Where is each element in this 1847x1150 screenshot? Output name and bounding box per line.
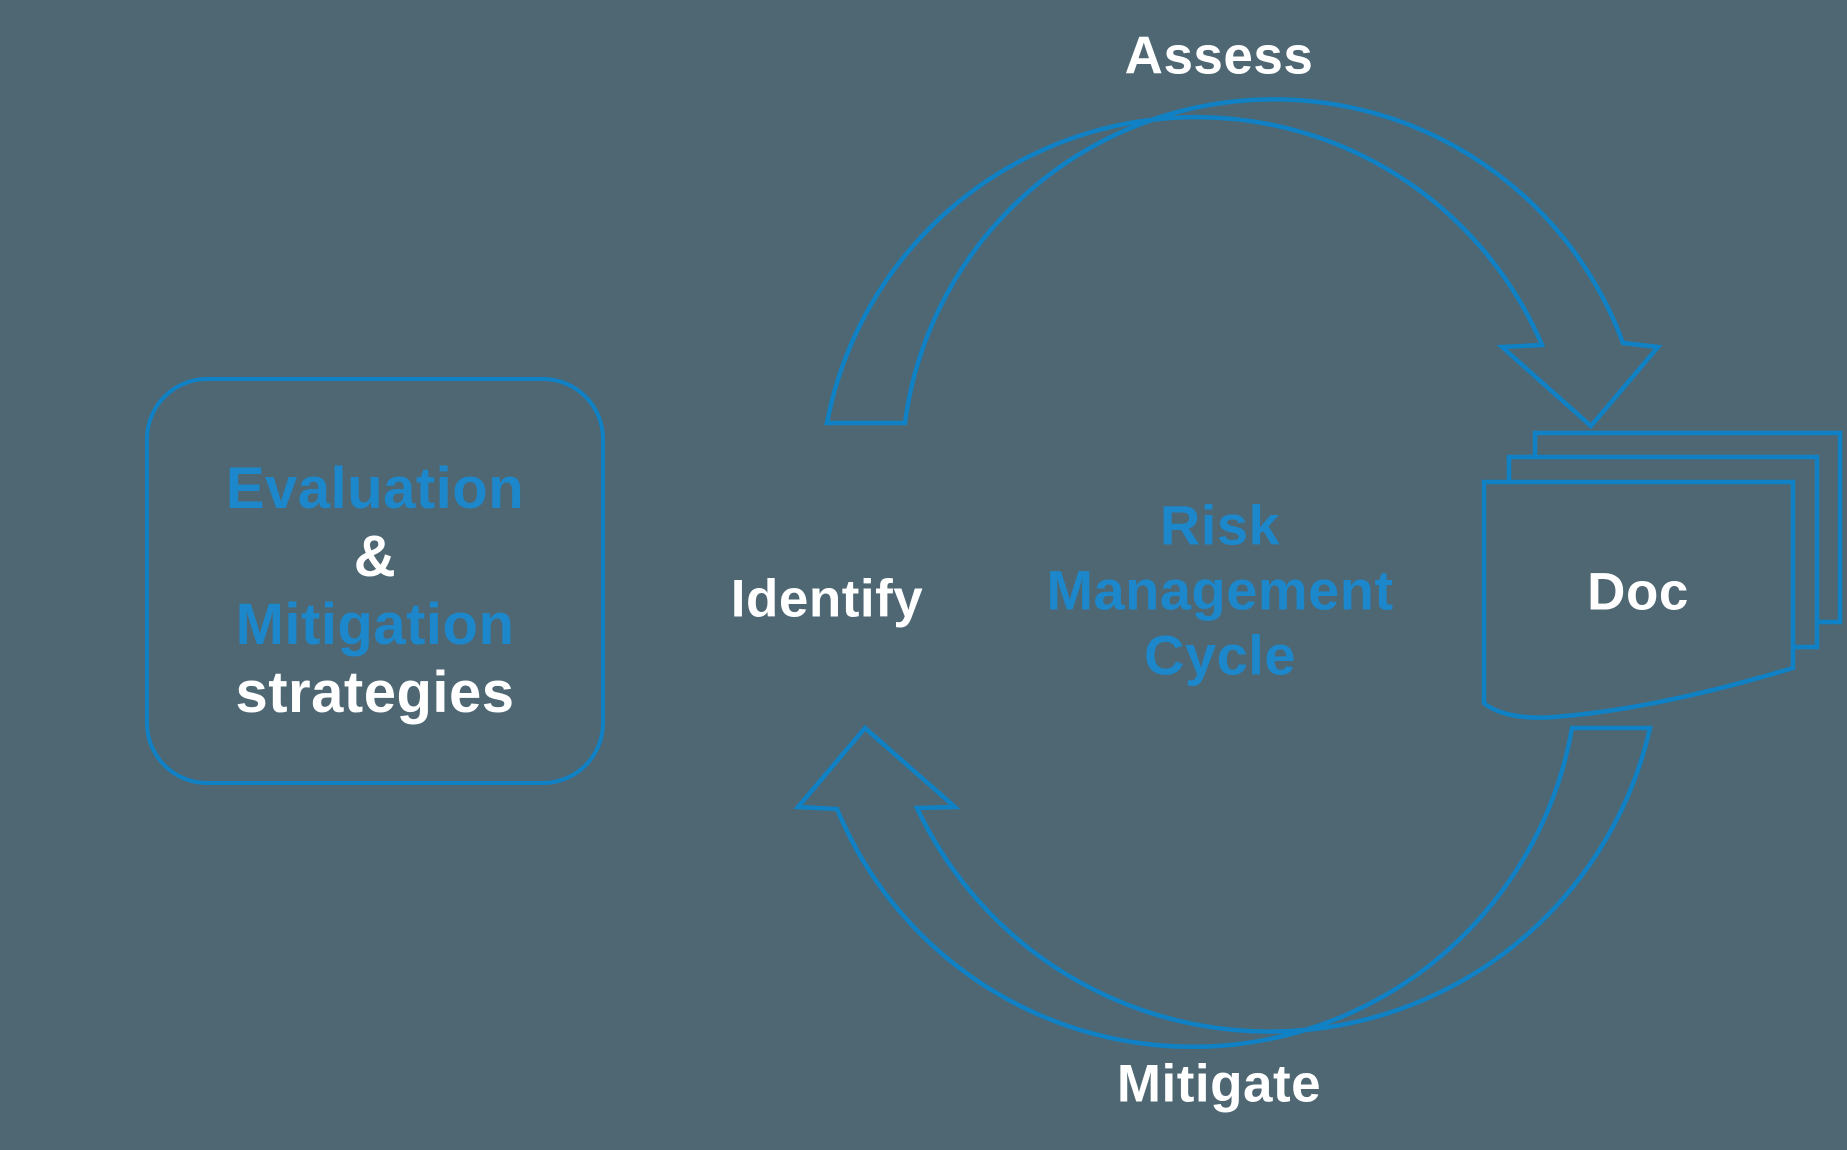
step-label-assess: Assess: [1124, 26, 1314, 86]
step-label-mitigate: Mitigate: [1116, 1054, 1322, 1114]
evaluation-box-line-3: Mitigation: [235, 592, 515, 657]
cycle-center-title-line-3: Cycle: [1144, 623, 1296, 687]
bottom-cycle-arrow: [793, 724, 1653, 1050]
document-stack-icon: [1481, 430, 1843, 720]
evaluation-box-line-2: &: [353, 524, 397, 589]
top-cycle-arrow: [824, 97, 1663, 430]
step-label-identify: Identify: [730, 569, 924, 629]
cycle-center-title-line-2: Management: [1046, 558, 1394, 622]
document-page-front: [1481, 479, 1796, 720]
evaluation-box-line-1: Evaluation: [225, 456, 525, 521]
evaluation-box-line-4: strategies: [235, 660, 515, 725]
evaluation-mitigation-box: Evaluation & Mitigation strategies: [145, 377, 605, 785]
cycle-center-title-line-1: Risk: [1159, 493, 1281, 557]
step-label-doc: Doc: [1587, 562, 1689, 622]
cycle-center-title: Risk Management Cycle: [1046, 493, 1393, 688]
